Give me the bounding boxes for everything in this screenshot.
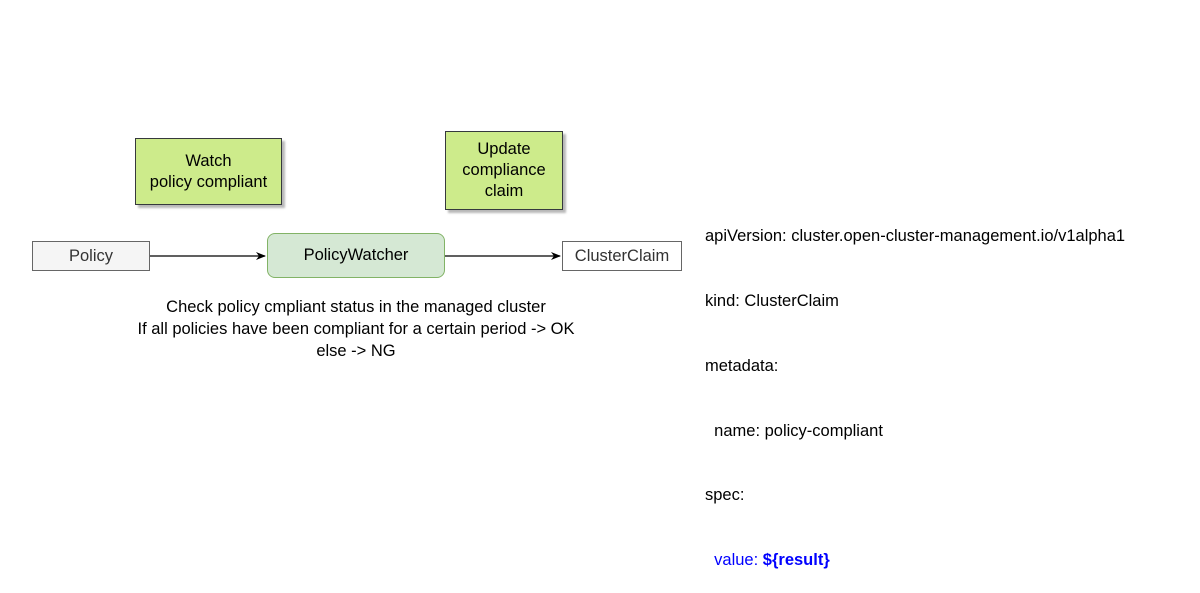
yaml-line: kind: ClusterClaim	[705, 291, 839, 310]
watch-policy-note: Watch policy compliant	[135, 138, 282, 205]
watch-note-line: Watch	[185, 151, 232, 170]
caption-line: If all policies have been compliant for …	[137, 320, 575, 338]
policy-watcher-node: PolicyWatcher	[267, 233, 445, 278]
policy-node-label: Policy	[68, 246, 113, 265]
caption-line: Check policy cmpliant status in the mana…	[166, 298, 546, 316]
update-claim-note: Update compliance claim	[445, 131, 563, 210]
policy-watcher-node-label: PolicyWatcher	[303, 246, 409, 264]
policy-node: Policy	[32, 241, 150, 271]
process-description: Check policy cmpliant status in the mana…	[96, 296, 616, 362]
update-note-line: Update	[477, 140, 531, 158]
cluster-claim-yaml: apiVersion: cluster.open-cluster-managem…	[705, 183, 1125, 593]
update-note-line: compliance	[462, 161, 546, 179]
diagram-edges	[150, 252, 561, 260]
yaml-line: metadata:	[705, 356, 779, 375]
cluster-claim-node-label: ClusterClaim	[574, 246, 670, 265]
yaml-value-placeholder: ${result}	[762, 551, 830, 570]
yaml-line: spec:	[705, 486, 745, 505]
yaml-line: apiVersion: cluster.open-cluster-managem…	[705, 227, 1126, 246]
caption-line: else -> NG	[316, 342, 396, 360]
watch-note-line: policy compliant	[149, 172, 268, 191]
yaml-value-key: value:	[705, 551, 763, 570]
update-note-line: claim	[484, 182, 524, 200]
yaml-line: name: policy-compliant	[705, 421, 883, 440]
yaml-value-line: value: ${result}	[705, 550, 1125, 572]
cluster-claim-node: ClusterClaim	[562, 241, 682, 271]
